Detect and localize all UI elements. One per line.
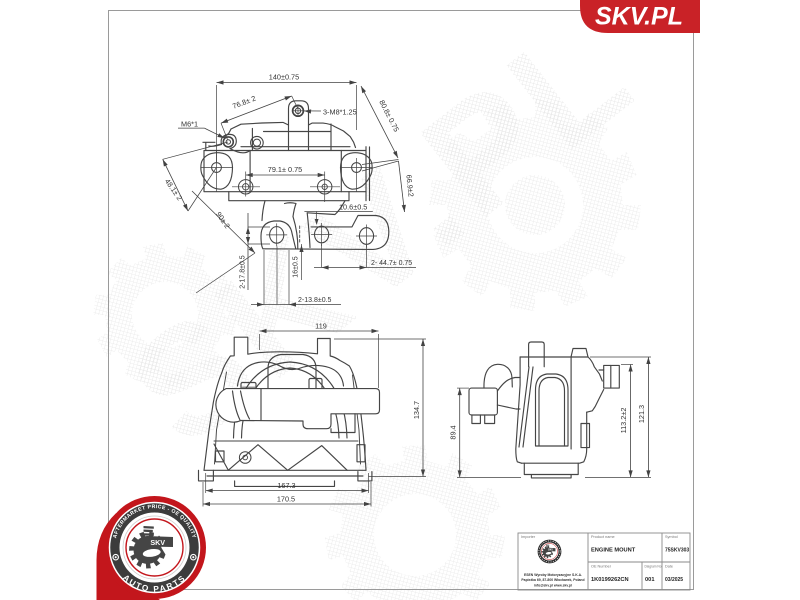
svg-text:M6*1: M6*1 (181, 119, 198, 128)
svg-text:134.7: 134.7 (412, 401, 421, 419)
svg-text:Papieżka 69, 87-800 Włocławek,: Papieżka 69, 87-800 Włocławek, Poland (521, 578, 584, 582)
svg-text:001: 001 (645, 577, 655, 583)
svg-text:Date: Date (665, 565, 673, 569)
svg-text:2-17.8±0.5: 2-17.8±0.5 (240, 255, 247, 289)
svg-text:121.3: 121.3 (637, 405, 646, 423)
svg-text:info@skv.pl www.skv.pl: info@skv.pl www.skv.pl (534, 584, 572, 588)
svg-text:OE Number: OE Number (591, 565, 612, 569)
svg-text:Diagram No: Diagram No (645, 565, 662, 569)
svg-text:170.5: 170.5 (277, 495, 295, 504)
svg-text:140±0.75: 140±0.75 (269, 73, 299, 82)
svg-text:75SKV303: 75SKV303 (665, 548, 689, 554)
svg-text:89.4: 89.4 (449, 425, 458, 439)
svg-text:03/2025: 03/2025 (665, 577, 683, 583)
svg-text:Product name: Product name (591, 535, 615, 539)
svg-text:16±0.5: 16±0.5 (293, 256, 300, 277)
svg-text:119: 119 (315, 322, 327, 331)
svg-text:1K0199262CN: 1K0199262CN (591, 577, 629, 583)
svg-text:Symbol: Symbol (665, 535, 678, 539)
svg-text:167.3: 167.3 (277, 481, 295, 490)
svg-text:79.1± 0.75: 79.1± 0.75 (268, 165, 302, 174)
svg-text:SKV.PL: SKV.PL (595, 3, 683, 31)
svg-text:113.2±2: 113.2±2 (619, 408, 628, 434)
svg-text:66.9±2: 66.9±2 (404, 174, 415, 197)
svg-text:10.6±0.5: 10.6±0.5 (339, 203, 367, 212)
svg-text:ENGINE MOUNT: ENGINE MOUNT (591, 548, 636, 554)
svg-text:ESEN Wyroby Motoryzacyjne S.K.: ESEN Wyroby Motoryzacyjne S.K.A. (524, 573, 582, 577)
svg-text:3-M8*1.25: 3-M8*1.25 (323, 108, 357, 117)
svg-text:2-13.8±0.5: 2-13.8±0.5 (298, 297, 332, 304)
svg-text:Importer: Importer (521, 535, 536, 539)
svg-text:2- 44.7± 0.75: 2- 44.7± 0.75 (371, 260, 412, 267)
